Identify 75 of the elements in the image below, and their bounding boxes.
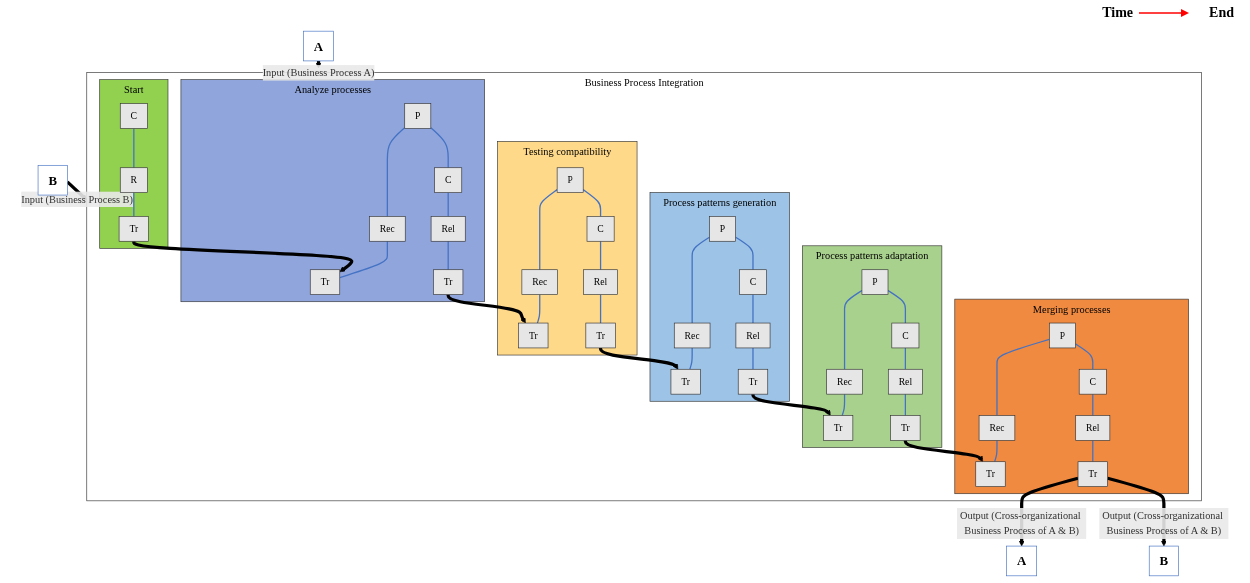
arrow — [446, 294, 526, 324]
connector — [1092, 439, 1094, 463]
connector — [600, 240, 602, 271]
node-box: C — [120, 103, 148, 129]
connector — [841, 393, 846, 417]
node-box: Rec — [826, 368, 863, 395]
node-box: Rec — [521, 269, 559, 295]
connector — [996, 338, 1051, 417]
connector — [447, 240, 449, 271]
node-box: Tr — [823, 415, 854, 441]
node-box: Tr — [118, 216, 150, 242]
connector — [904, 393, 907, 417]
node-box: Rel — [888, 368, 923, 395]
node-box: Rec — [978, 415, 1016, 441]
connector — [133, 191, 135, 218]
note-label: End — [1209, 5, 1234, 21]
connector — [752, 347, 754, 370]
node-box: Tr — [670, 368, 701, 395]
node-box: Rel — [1075, 415, 1111, 441]
connector — [735, 236, 754, 271]
connector — [904, 347, 907, 370]
node-box: Tr — [433, 269, 464, 295]
node-box: Tr — [518, 322, 549, 349]
connector — [582, 188, 602, 218]
node-box: A — [303, 30, 335, 62]
arrow — [751, 393, 831, 416]
node-box: B — [37, 165, 68, 196]
node-box: C — [891, 322, 920, 349]
node-box: Tr — [738, 368, 769, 395]
node-box: Tr — [890, 415, 921, 441]
node-box: Rec — [674, 322, 711, 349]
connector — [339, 240, 389, 279]
connector — [844, 289, 863, 370]
node-box: Rel — [430, 216, 466, 242]
connector — [539, 188, 558, 271]
arrow — [132, 240, 353, 273]
node-box: P — [1049, 322, 1076, 349]
node-box: C — [586, 216, 615, 242]
connector — [133, 127, 135, 169]
note-label: Time — [1102, 5, 1134, 21]
node-box: R — [120, 167, 148, 193]
arrow — [599, 347, 679, 370]
node-box: Tr — [1077, 461, 1108, 487]
connector — [600, 293, 602, 324]
node-box: B — [1149, 545, 1179, 577]
node-box: Tr — [975, 461, 1006, 487]
node-box: C — [739, 269, 768, 295]
connector — [994, 439, 998, 463]
edge-label: Output (Cross-organizational Business Process of A & B) — [1102, 509, 1224, 537]
node-box: P — [861, 269, 889, 295]
node-box: Rel — [735, 322, 771, 349]
connector — [752, 293, 754, 324]
arrow — [903, 439, 984, 462]
connector — [1074, 343, 1094, 370]
connector — [430, 127, 449, 169]
node-box: Tr — [585, 322, 616, 349]
edge-label: Output (Cross-organizational Business Process of A & B) — [960, 509, 1081, 537]
node-box: A — [1006, 545, 1038, 577]
connector — [386, 127, 406, 218]
node-box: Rel — [583, 269, 619, 295]
edge-label: Input (Business Process B) — [21, 193, 134, 205]
connector — [1092, 393, 1094, 417]
node-box: P — [556, 167, 584, 193]
node-box: Rec — [369, 216, 406, 242]
node-box: Tr — [310, 269, 341, 295]
edge-label: Input (Business Process A) — [262, 67, 375, 79]
node-box: P — [404, 103, 432, 129]
connector — [689, 347, 693, 370]
node-box: C — [1079, 368, 1107, 395]
connector — [887, 289, 907, 324]
connector — [536, 293, 541, 324]
connector — [447, 191, 449, 218]
connector — [691, 236, 711, 324]
node-box: C — [434, 167, 463, 193]
node-box: P — [709, 216, 737, 242]
